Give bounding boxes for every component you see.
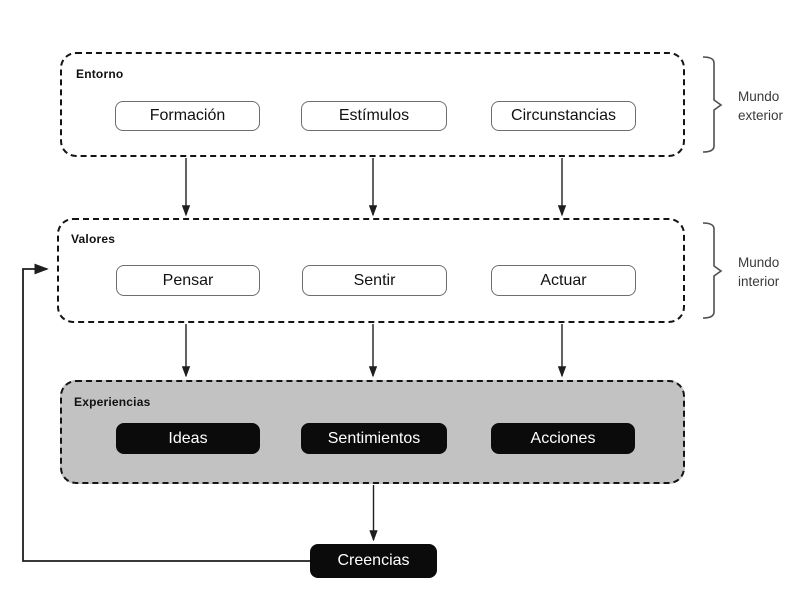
- annotation-mundo-interior: Mundo interior: [738, 253, 779, 291]
- group-experiencias: Experiencias Ideas Sentimientos Acciones: [60, 380, 685, 484]
- group-entorno: Entorno Formación Estímulos Circunstanci…: [60, 52, 685, 157]
- node-sentimientos: Sentimientos: [301, 423, 447, 454]
- group-valores-label: Valores: [71, 232, 116, 246]
- annotation-mundo-exterior: Mundo exterior: [738, 87, 783, 125]
- node-pensar-label: Pensar: [162, 271, 214, 289]
- annotation-mundo-interior-line1: Mundo: [738, 255, 780, 270]
- node-acciones: Acciones: [491, 423, 635, 454]
- group-entorno-label: Entorno: [76, 67, 124, 81]
- bracket-mundo-interior: [702, 222, 723, 319]
- node-acciones-label: Acciones: [530, 429, 596, 447]
- node-creencias-label: Creencias: [337, 552, 410, 569]
- node-formacion: Formación: [115, 101, 260, 131]
- node-formacion-label: Formación: [149, 107, 226, 124]
- node-ideas-label: Ideas: [168, 429, 208, 447]
- node-pensar: Pensar: [116, 265, 260, 296]
- node-sentir: Sentir: [302, 265, 447, 296]
- bracket-mundo-exterior: [702, 56, 723, 153]
- node-actuar: Actuar: [491, 265, 636, 296]
- annotation-mundo-exterior-line2: exterior: [738, 108, 784, 123]
- node-actuar-label: Actuar: [540, 271, 587, 289]
- node-estimulos: Estímulos: [301, 101, 447, 131]
- node-creencias: Creencias: [310, 544, 437, 578]
- annotation-mundo-interior-line2: interior: [738, 274, 780, 289]
- node-estimulos-label: Estímulos: [338, 107, 410, 124]
- group-valores: Valores Pensar Sentir Actuar: [57, 218, 685, 323]
- node-circunstancias: Circunstancias: [491, 101, 636, 131]
- annotation-mundo-exterior-line1: Mundo: [738, 89, 780, 104]
- group-experiencias-label: Experiencias: [74, 395, 151, 409]
- node-circunstancias-label: Circunstancias: [511, 107, 616, 124]
- node-ideas: Ideas: [116, 423, 260, 454]
- node-sentir-label: Sentir: [353, 271, 396, 289]
- node-sentimientos-label: Sentimientos: [327, 429, 421, 447]
